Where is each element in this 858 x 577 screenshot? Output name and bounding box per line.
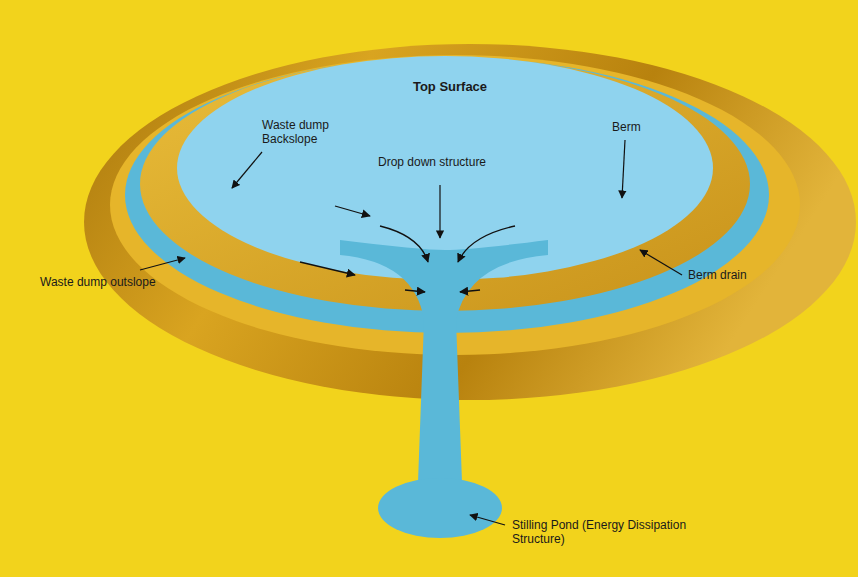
callout-label: Stilling Pond (Energy Dissipation Struct… — [512, 518, 702, 546]
callout-label: Berm drain — [688, 268, 758, 282]
leader-lines — [140, 140, 682, 525]
callout-label: Berm — [612, 120, 662, 134]
callout-label: Waste dump Backslope — [262, 118, 352, 146]
outslope — [84, 44, 856, 400]
callout-label: Top Surface — [405, 80, 495, 94]
callout-label: Drop down structure — [378, 155, 508, 169]
stilling-pond — [378, 478, 502, 538]
top-surface — [177, 56, 713, 280]
flow-arrows — [300, 206, 515, 292]
callout-label: Waste dump outslope — [40, 275, 190, 289]
drop-down-channel — [340, 240, 548, 482]
